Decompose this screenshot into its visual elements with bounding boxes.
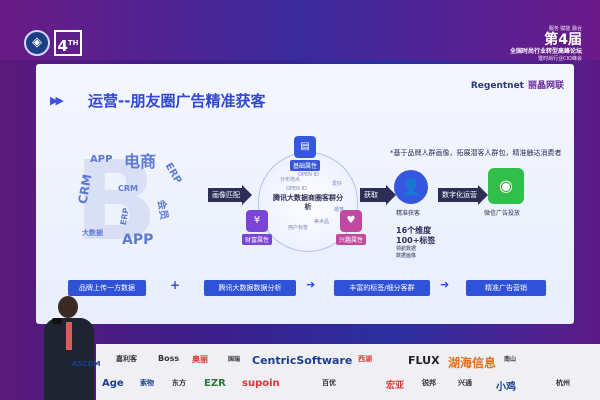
speaker-head xyxy=(58,296,78,318)
wechat-ads-label: 微信广告投放 xyxy=(484,208,520,217)
ring-label: 美术品 xyxy=(314,218,329,225)
forum-logo-icon: ◈ xyxy=(24,30,50,56)
forum-small-text: 服务 赋能 融合 xyxy=(510,26,582,32)
tag-cloud-item: 大数据 xyxy=(82,228,103,238)
ring-label: OPEN ID xyxy=(286,186,307,192)
sponsor-logo: 嘉利客 xyxy=(116,354,137,364)
sponsor-logo: Boss xyxy=(158,354,179,363)
forum-title-block: 服务 赋能 融合 第4届 全国时尚行业转型高峰论坛 暨时尚行业CIO峰会 xyxy=(510,26,582,62)
tag-cloud-item: CRM xyxy=(118,184,138,193)
sponsor-logo: 百优 xyxy=(322,378,336,388)
tag-cloud-item: 电商 xyxy=(124,148,156,172)
brand-en: Regentnet xyxy=(471,81,524,91)
node-wealth: ¥ 财富属性 xyxy=(242,210,272,245)
title-arrows-icon: ▶▶ xyxy=(50,94,61,107)
node-basic: ▤ 基础属性 xyxy=(290,136,320,171)
forum-title: 全国时尚行业转型高峰论坛 xyxy=(510,48,582,56)
user-heart-icon: 👤 xyxy=(394,170,428,204)
plus-icon: + xyxy=(170,278,180,292)
node-interest-label: 兴趣属性 xyxy=(336,234,366,245)
node-basic-label: 基础属性 xyxy=(290,160,320,171)
node-interest: ♥ 兴趣属性 xyxy=(336,210,366,245)
sponsor-logo: 湖海信息 xyxy=(448,354,496,371)
node-wealth-label: 财富属性 xyxy=(242,234,272,245)
sponsor-logo: 东方 xyxy=(172,378,186,388)
badge-number: 4 xyxy=(57,37,67,55)
sponsor-logo: 国瑞 xyxy=(228,354,240,363)
document-icon: ▤ xyxy=(294,136,316,158)
wechat-icon: ◉ xyxy=(488,168,524,204)
sponsor-logo: 小鸡 xyxy=(496,378,516,393)
acquire-arrow: 获取 xyxy=(360,188,386,202)
data-tag-cloud: B CRM APP 电商 ERP CRM 会员 ERP APP 大数据 xyxy=(66,146,186,256)
badge-sup: TH xyxy=(68,39,79,47)
brand-cn: 丽晶网联 xyxy=(528,81,564,91)
sponsor-logo: EZR xyxy=(204,378,226,389)
digital-ops-arrow: 数字化运营 xyxy=(438,188,478,202)
sponsor-logo: FLUX xyxy=(408,354,440,367)
wealth-icon: ¥ xyxy=(246,210,268,232)
center-title: 腾讯大数据商圈客群分析 xyxy=(272,194,344,212)
tag-cloud-item: APP xyxy=(90,154,112,165)
arrow-right-icon: ➜ xyxy=(440,278,449,291)
process-step-ads: 精准广告营销 xyxy=(466,280,546,296)
sponsor-logo: 兴通 xyxy=(458,378,472,388)
tag-cloud-item: 会员 xyxy=(155,198,173,220)
forum-4th-badge: 4TH xyxy=(54,30,82,56)
sponsor-logo: 杭州 xyxy=(556,378,570,388)
process-step-upload: 品牌上传一方数据 xyxy=(68,280,146,296)
stat-portrait: 数据画像 xyxy=(396,253,435,260)
sponsor-logo: 西湖 xyxy=(358,354,372,364)
slide-note: *基于品牌人群画像，拓展潜客人群包，精准触达消费者 xyxy=(390,148,562,158)
ring-label: 爱好 xyxy=(332,180,342,187)
stat-data: 领航数据 xyxy=(396,246,435,253)
ring-label: 分布地点 xyxy=(280,176,300,183)
stat-dimensions: 16个维度 xyxy=(396,226,435,236)
sponsor-logo: 南山 xyxy=(504,354,516,363)
forum-edition: 第4届 xyxy=(510,32,582,48)
slide-title: 运营--朋友圈广告精准获客 xyxy=(88,90,265,111)
brand-logo: Regentnet 丽晶网联 xyxy=(471,78,564,91)
sponsor-logo: Age xyxy=(102,378,124,389)
arrow-right-icon: ➜ xyxy=(306,278,315,291)
presentation-screen: ▶▶ 运营--朋友圈广告精准获客 Regentnet 丽晶网联 B CRM APP… xyxy=(36,64,574,324)
microphone-icon xyxy=(52,318,62,324)
tag-cloud-item: ERP xyxy=(163,161,183,185)
precise-acquire-label: 精准获客 xyxy=(396,208,420,217)
sponsor-logo: 索物 xyxy=(140,378,154,388)
sponsor-logo: 奥丽 xyxy=(192,354,208,365)
tag-cloud-item: APP xyxy=(122,232,153,248)
ring-label: OPEN ID xyxy=(298,172,319,178)
sponsor-logo: 宏亚 xyxy=(386,378,404,391)
stats-block: 16个维度 100+标签 领航数据 数据画像 xyxy=(396,226,435,260)
process-step-segments: 丰富的标签/细分客群 xyxy=(334,280,430,296)
sponsor-logo: supoin xyxy=(242,378,280,389)
sponsor-wall: 嘉利客 Boss 奥丽 国瑞 CentricSoftware 西湖 FLUX 湖… xyxy=(96,344,600,400)
ring-label: 用户标签 xyxy=(288,224,308,231)
process-step-analysis: 腾讯大数据数据分析 xyxy=(204,280,296,296)
sponsor-logo-ascom: ASCOM xyxy=(72,360,101,368)
sponsor-logo: CentricSoftware xyxy=(252,354,352,367)
sponsor-logo: 锐邦 xyxy=(422,378,436,388)
stat-tags: 100+标签 xyxy=(396,236,435,246)
forum-subtitle: 暨时尚行业CIO峰会 xyxy=(510,56,582,62)
speaker-lanyard xyxy=(66,322,72,350)
profile-match-arrow: 画像匹配 xyxy=(208,188,242,202)
heart-icon: ♥ xyxy=(340,210,362,232)
